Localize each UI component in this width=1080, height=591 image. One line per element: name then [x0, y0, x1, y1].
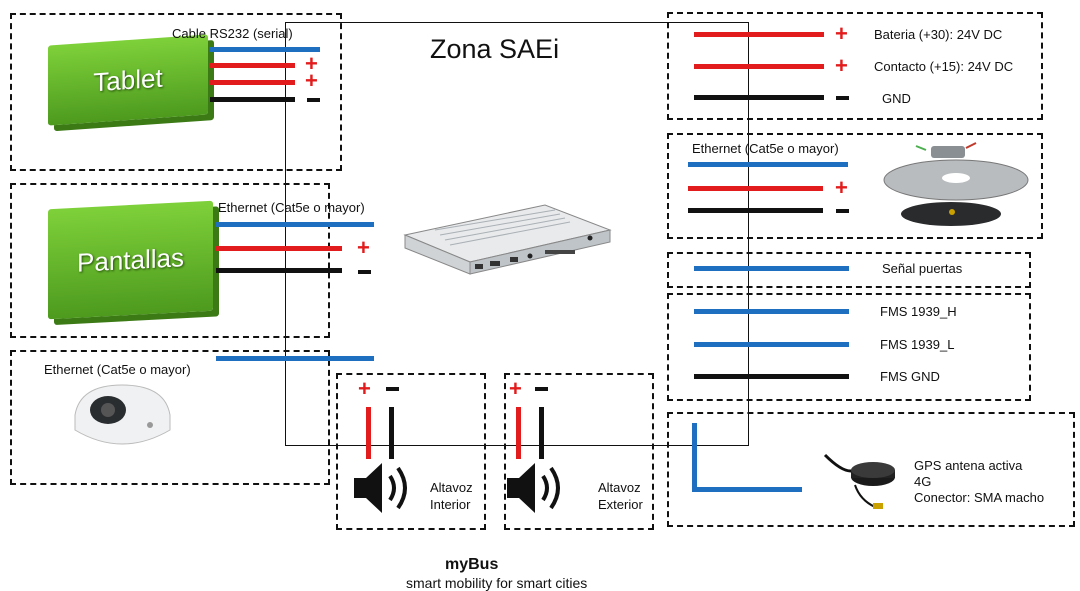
battery-label: Bateria (+30): 24V DC [874, 27, 1003, 42]
speaker-interior-group [336, 373, 486, 530]
plus-symbol: + [358, 376, 371, 401]
validator-positive-wire [688, 186, 823, 191]
speaker-exterior-ground-wire [539, 407, 544, 459]
screens-ethernet-wire [216, 222, 374, 227]
tablet-cable-label: Cable RS232 (serial) [172, 26, 293, 41]
gps-line2: 4G [914, 474, 932, 489]
minus-symbol [386, 387, 399, 391]
doors-group [667, 252, 1031, 288]
speaker-icon [354, 463, 407, 513]
plus-symbol: + [835, 53, 848, 78]
fms-high-wire [694, 309, 849, 314]
speaker-interior-line2: Interior [430, 497, 471, 512]
validator-cable-label: Ethernet (Cat5e o mayor) [692, 141, 839, 156]
minus-symbol [535, 387, 548, 391]
screens-device: Pantallas [48, 200, 213, 320]
camera-ethernet-wire [216, 356, 374, 361]
contact-label: Contacto (+15): 24V DC [874, 59, 1014, 74]
screens-cable-label: Ethernet (Cat5e o mayor) [218, 200, 365, 215]
power-group [667, 12, 1043, 120]
footer-brand: myBus [445, 556, 499, 573]
camera-group [10, 350, 330, 485]
screens-name: Pantallas [77, 241, 184, 278]
tablet-positive-wire-1 [210, 63, 295, 68]
validator-ethernet-wire [688, 162, 848, 167]
validator-ground-wire [688, 208, 823, 213]
plus-symbol: + [835, 175, 848, 200]
gps-antenna-image [823, 453, 895, 509]
speaker-interior-ground-wire [389, 407, 394, 459]
plus-symbol: + [835, 21, 848, 46]
plus-symbol: + [357, 235, 370, 260]
tablet-group [10, 13, 342, 171]
tablet-name: Tablet [93, 62, 163, 97]
doors-signal-wire [694, 266, 849, 271]
fms-group [667, 293, 1031, 401]
gnd-wire [694, 95, 824, 100]
battery-wire [694, 32, 824, 37]
central-computer-image [403, 204, 612, 275]
speaker-icon [507, 463, 560, 513]
speaker-exterior-positive-wire [516, 407, 521, 459]
doors-label: Señal puertas [882, 261, 963, 276]
contact-wire [694, 64, 824, 69]
screens-group [10, 183, 330, 338]
fms-low-wire [694, 342, 849, 347]
speaker-interior-positive-wire [366, 407, 371, 459]
tablet-device: Tablet [48, 34, 208, 126]
camera-cable-label: Ethernet (Cat5e o mayor) [44, 362, 191, 377]
speaker-interior-line1: Altavoz [430, 480, 473, 495]
screens-ground-wire [216, 268, 342, 273]
screens-positive-wire [216, 246, 342, 251]
plus-symbol: + [305, 51, 318, 76]
gnd-label: GND [882, 91, 911, 106]
minus-symbol [836, 96, 849, 100]
gps-cable-vertical [692, 423, 697, 491]
tablet-serial-wire [210, 47, 320, 52]
speaker-exterior-line1: Altavoz [598, 480, 641, 495]
fms-gnd-label: FMS GND [880, 369, 940, 384]
tablet-ground-wire [210, 97, 295, 102]
minus-symbol [836, 209, 849, 213]
plus-symbol: + [509, 376, 522, 401]
zona-saei-title: Zona SAEi [430, 34, 560, 64]
validator-image [883, 142, 1029, 226]
gps-line1: GPS antena activa [914, 458, 1023, 473]
fms-low-label: FMS 1939_L [880, 337, 955, 352]
speaker-exterior-group [504, 373, 654, 530]
plus-symbol: + [305, 68, 318, 93]
gps-line3: Conector: SMA macho [914, 490, 1045, 505]
gps-cable-horizontal [692, 487, 802, 492]
gps-group [667, 412, 1075, 527]
fms-high-label: FMS 1939_H [880, 304, 957, 319]
validator-group [667, 133, 1043, 239]
speaker-exterior-line2: Exterior [598, 497, 643, 512]
dome-camera-image [74, 384, 171, 445]
minus-symbol [358, 270, 371, 274]
minus-symbol [307, 98, 320, 102]
footer-tagline: smart mobility for smart cities [406, 575, 588, 591]
tablet-positive-wire-2 [210, 80, 295, 85]
fms-gnd-wire [694, 374, 849, 379]
